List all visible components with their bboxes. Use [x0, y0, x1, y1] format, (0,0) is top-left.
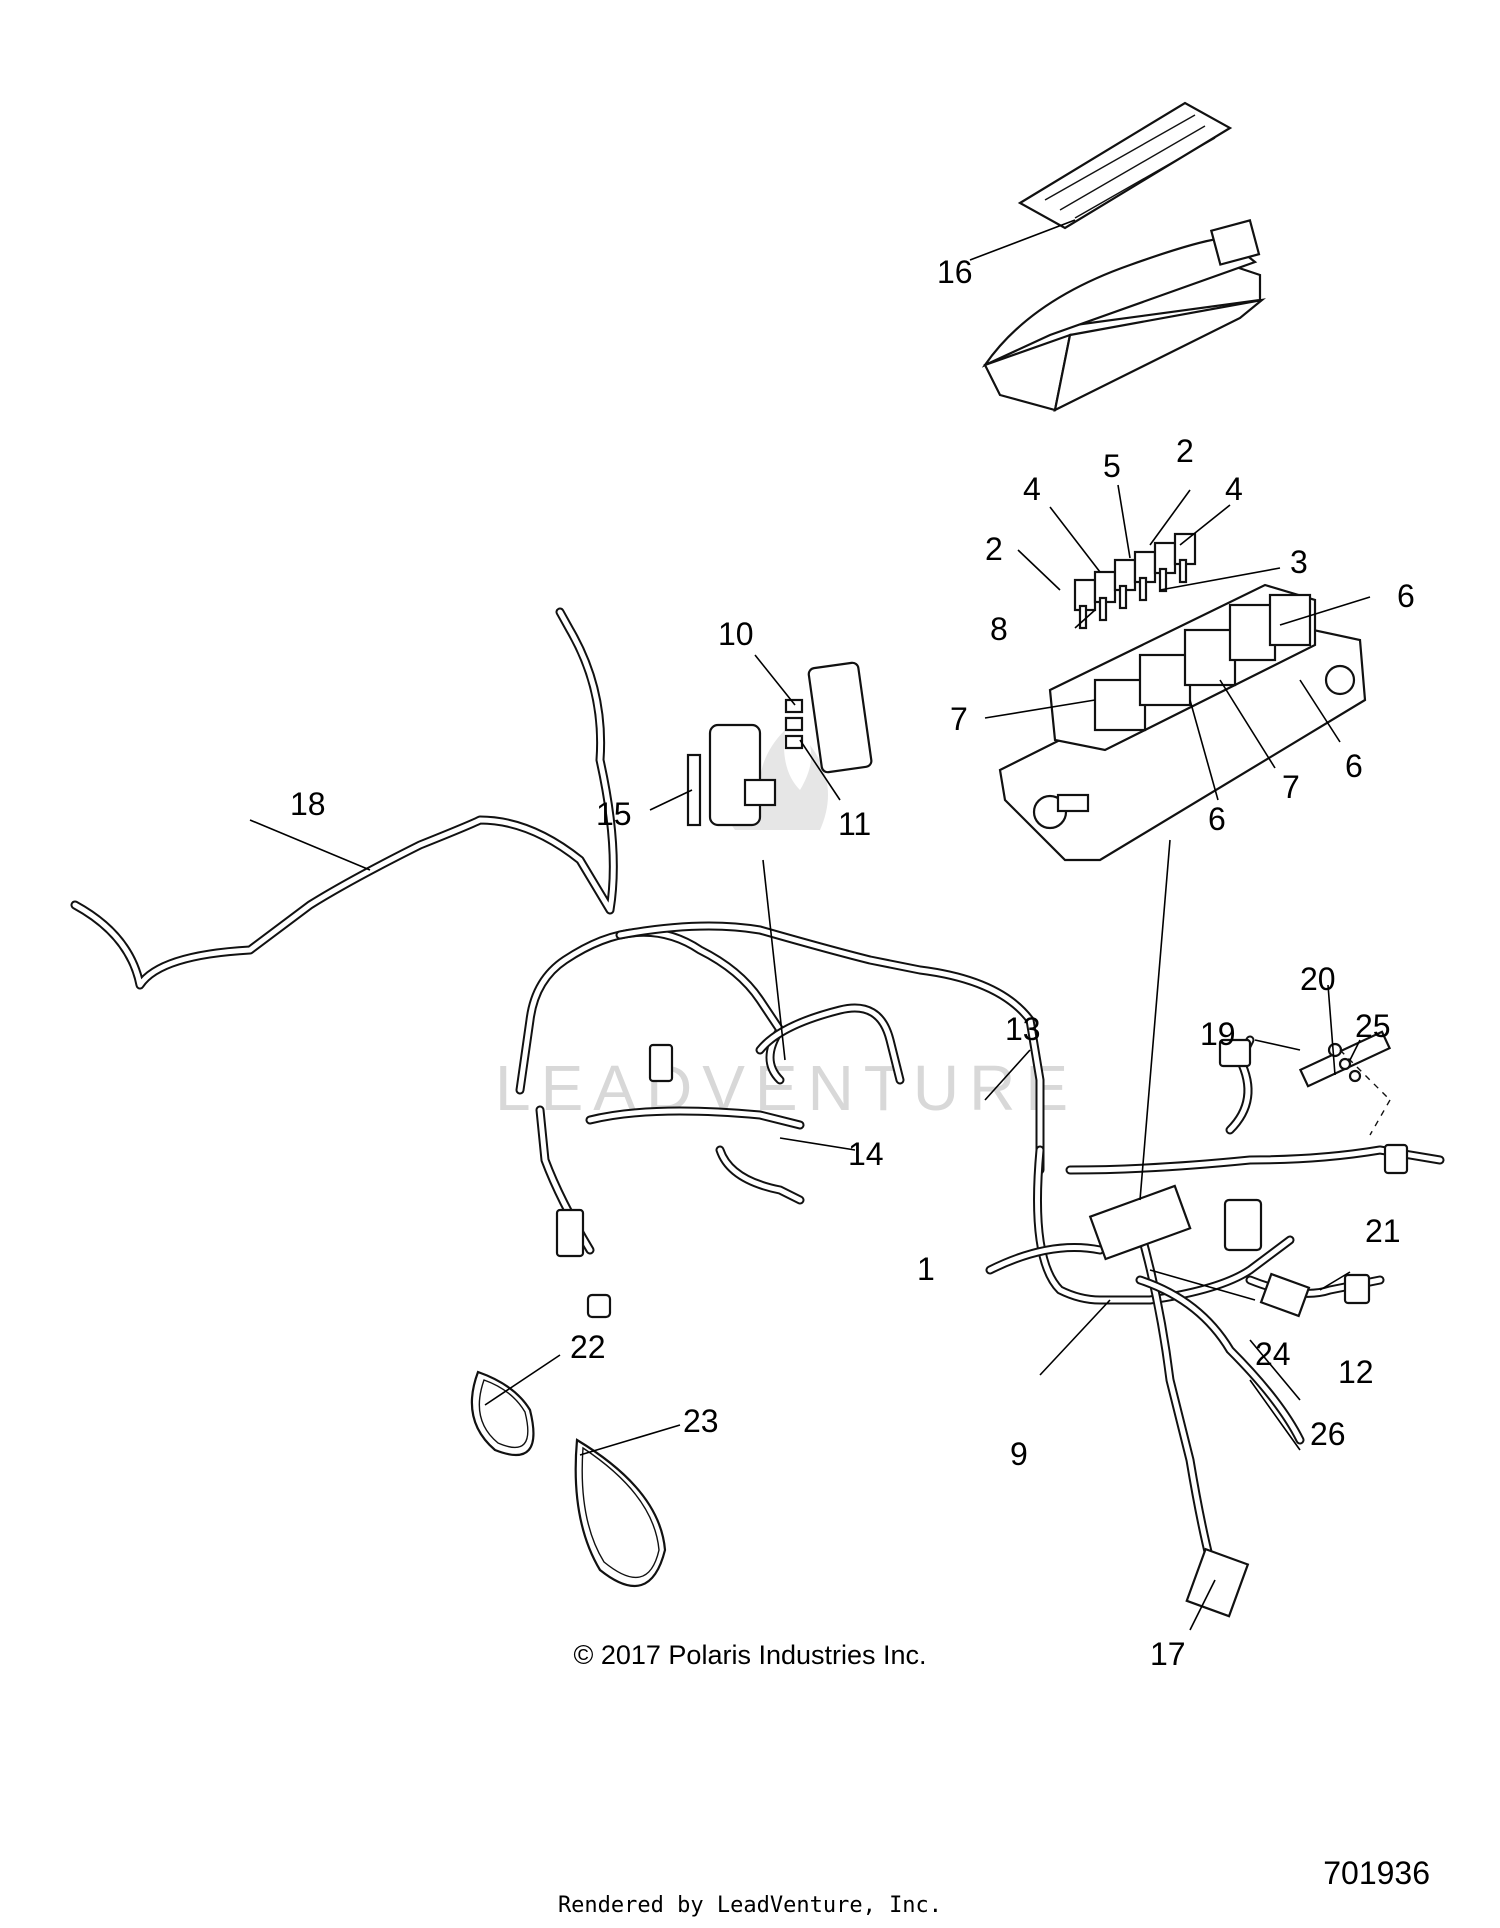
cable-straps — [470, 1370, 667, 1587]
callout-23: 23 — [683, 1403, 719, 1439]
callout-24: 24 — [1255, 1336, 1291, 1372]
callout-15: 15 — [596, 796, 632, 832]
callout-7-left: 7 — [950, 701, 968, 737]
callout-4-left: 4 — [1023, 471, 1041, 507]
callout-22: 22 — [570, 1329, 606, 1365]
fuse-relay-box — [998, 583, 1367, 862]
callout-20: 20 — [1300, 961, 1336, 997]
rendered-by-credit: Rendered by LeadVenture, Inc. — [557, 1893, 943, 1918]
callout-10: 10 — [718, 616, 754, 652]
connector-parts — [686, 661, 873, 827]
callout-2-left: 2 — [985, 531, 1003, 567]
callout-labels: 1 2 2 3 4 4 5 6 6 6 7 7 8 9 10 11 12 13 … — [290, 254, 1415, 1672]
callout-17: 17 — [1150, 1636, 1186, 1672]
copyright-notice: © 2017 Polaris Industries Inc. — [573, 1640, 927, 1670]
callout-16: 16 — [937, 254, 973, 290]
callout-18: 18 — [290, 786, 326, 822]
callout-3: 3 — [1290, 544, 1308, 580]
callout-7-right: 7 — [1282, 769, 1300, 805]
fuse-set — [1073, 532, 1197, 630]
harness-13 — [515, 921, 1045, 1319]
drawing-number: 701936 — [1323, 1855, 1430, 1891]
callout-9: 9 — [1010, 1436, 1028, 1472]
callout-6-lower: 6 — [1208, 801, 1226, 837]
callout-11: 11 — [838, 806, 871, 842]
fuse-box-cover — [981, 219, 1266, 412]
harness-1 — [985, 1035, 1445, 1618]
callout-14: 14 — [848, 1136, 884, 1172]
callout-25: 25 — [1355, 1008, 1391, 1044]
callout-12: 12 — [1338, 1354, 1374, 1390]
callout-6-upper: 6 — [1397, 578, 1415, 614]
callout-6-right: 6 — [1345, 748, 1363, 784]
harness-18 — [70, 607, 618, 990]
callout-21: 21 — [1365, 1213, 1401, 1249]
fuse-box-label-sheet — [1017, 101, 1233, 230]
callout-2-top: 2 — [1176, 433, 1194, 469]
callout-8: 8 — [990, 611, 1008, 647]
callout-19: 19 — [1200, 1016, 1236, 1052]
leader-lines — [249, 219, 1371, 1631]
watermark-text: LEADVENTURE — [495, 1052, 1078, 1124]
callout-5: 5 — [1103, 448, 1121, 484]
callout-4-right: 4 — [1225, 471, 1243, 507]
terminal-block — [1298, 1030, 1392, 1136]
callout-1: 1 — [917, 1251, 935, 1287]
watermark: LEADVENTURE — [495, 730, 1078, 1124]
callout-13: 13 — [1005, 1011, 1041, 1047]
callout-26: 26 — [1310, 1416, 1346, 1452]
